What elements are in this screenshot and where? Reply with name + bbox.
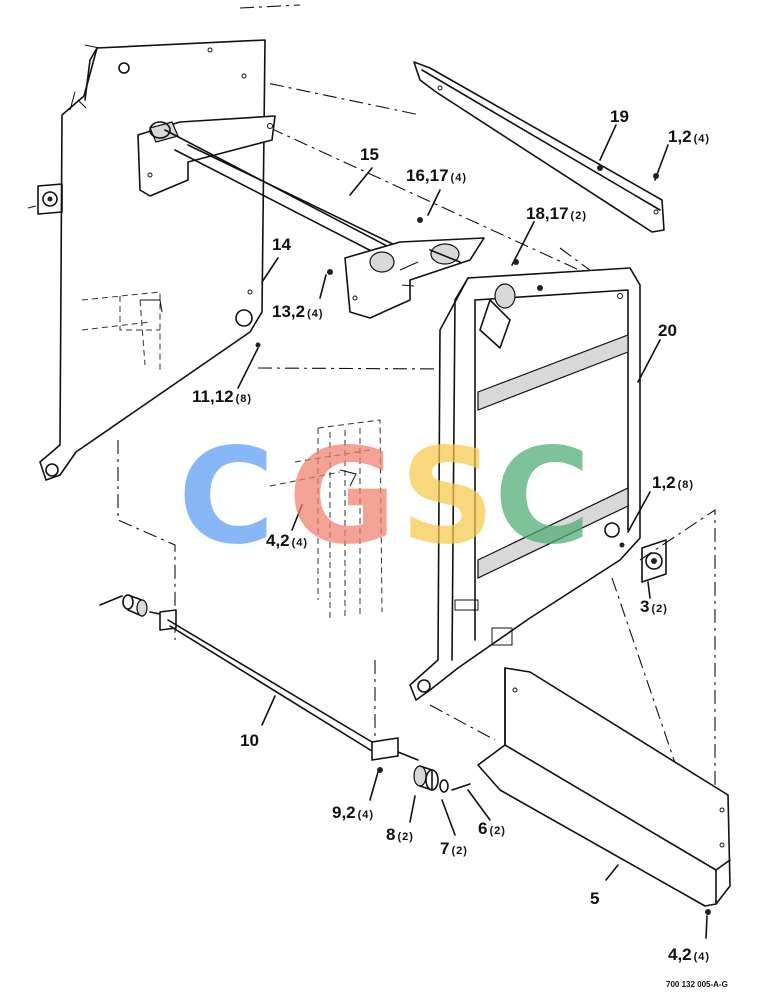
callout-6-number: 6 xyxy=(478,819,488,838)
left-side-panel-14 xyxy=(39,39,266,481)
callout-3: 3(2) xyxy=(640,598,668,615)
right-frame-20 xyxy=(409,267,641,701)
callout-4-2-bottom-qty: (4) xyxy=(693,951,711,963)
callout-4-2-mid-qty: (4) xyxy=(291,537,309,549)
callout-16-17-number: 16,17 xyxy=(406,166,449,185)
callout-8-qty: (2) xyxy=(397,831,414,843)
callout-11-12-number: 11,12 xyxy=(192,387,234,406)
callout-1-2-mid-number: 1,2 xyxy=(652,473,676,492)
callout-8-number: 8 xyxy=(386,825,396,844)
top-angle-19 xyxy=(413,61,665,233)
callout-9-2-qty: (4) xyxy=(357,809,375,821)
callout-4-2-mid: 4,2(4) xyxy=(266,532,308,549)
callout-4-2-bottom-number: 4,2 xyxy=(668,945,692,964)
callout-9-2-number: 9,2 xyxy=(332,803,356,822)
callout-14-number: 14 xyxy=(272,235,291,254)
callout-4-2-bottom: 4,2(4) xyxy=(668,946,710,963)
callout-19: 19 xyxy=(610,108,631,125)
callout-7-qty: (2) xyxy=(451,845,468,857)
callout-15-number: 15 xyxy=(360,145,379,164)
callout-1-2-mid: 1,2(8) xyxy=(652,474,694,491)
callout-16-17: 16,17(4) xyxy=(406,167,467,184)
callout-20: 20 xyxy=(658,322,679,339)
callout-3-qty: (2) xyxy=(651,603,668,615)
callout-18-17-qty: (2) xyxy=(570,210,587,222)
bottom-angle-5 xyxy=(477,667,731,907)
torsion-bar-15 xyxy=(137,115,485,319)
callout-11-12-qty: (8) xyxy=(235,393,253,405)
callout-19-number: 19 xyxy=(610,107,629,126)
callout-1-2-top-qty: (4) xyxy=(693,133,711,145)
callout-13-2: 13,2(4) xyxy=(272,303,324,320)
callout-13-2-number: 13,2 xyxy=(272,302,306,321)
callout-15: 15 xyxy=(360,146,381,163)
hidden-center-bracket xyxy=(269,419,383,620)
callout-1-2-top: 1,2(4) xyxy=(668,128,710,145)
callout-16-17-qty: (4) xyxy=(450,172,467,184)
leader-arrows xyxy=(237,124,708,939)
callout-18-17: 18,17(2) xyxy=(526,205,587,222)
callout-13-2-qty: (4) xyxy=(307,308,324,320)
callout-10: 10 xyxy=(240,732,261,749)
callout-18-17-number: 18,17 xyxy=(526,204,569,223)
callout-4-2-mid-number: 4,2 xyxy=(266,531,290,550)
callout-10-number: 10 xyxy=(240,731,259,750)
small-plate-3 xyxy=(641,539,667,583)
drawing-part-number: 700 132 005-A-G xyxy=(666,980,728,989)
callout-5-number: 5 xyxy=(590,889,600,908)
fasteners xyxy=(255,165,711,915)
callout-7: 7(2) xyxy=(440,840,468,857)
callout-6-qty: (2) xyxy=(489,825,506,837)
shaft-10 xyxy=(99,594,471,793)
callout-11-12: 11,12(8) xyxy=(192,388,252,405)
small-plate-left xyxy=(27,183,63,215)
callout-3-number: 3 xyxy=(640,597,650,616)
callout-1-2-mid-qty: (8) xyxy=(677,479,695,491)
callout-1-2-top-number: 1,2 xyxy=(668,127,692,146)
callout-14: 14 xyxy=(272,236,293,253)
callout-20-number: 20 xyxy=(658,321,677,340)
callout-5: 5 xyxy=(590,890,601,907)
callout-7-number: 7 xyxy=(440,839,450,858)
callout-9-2: 9,2(4) xyxy=(332,804,374,821)
callout-6: 6(2) xyxy=(478,820,506,837)
callout-8: 8(2) xyxy=(386,826,414,843)
